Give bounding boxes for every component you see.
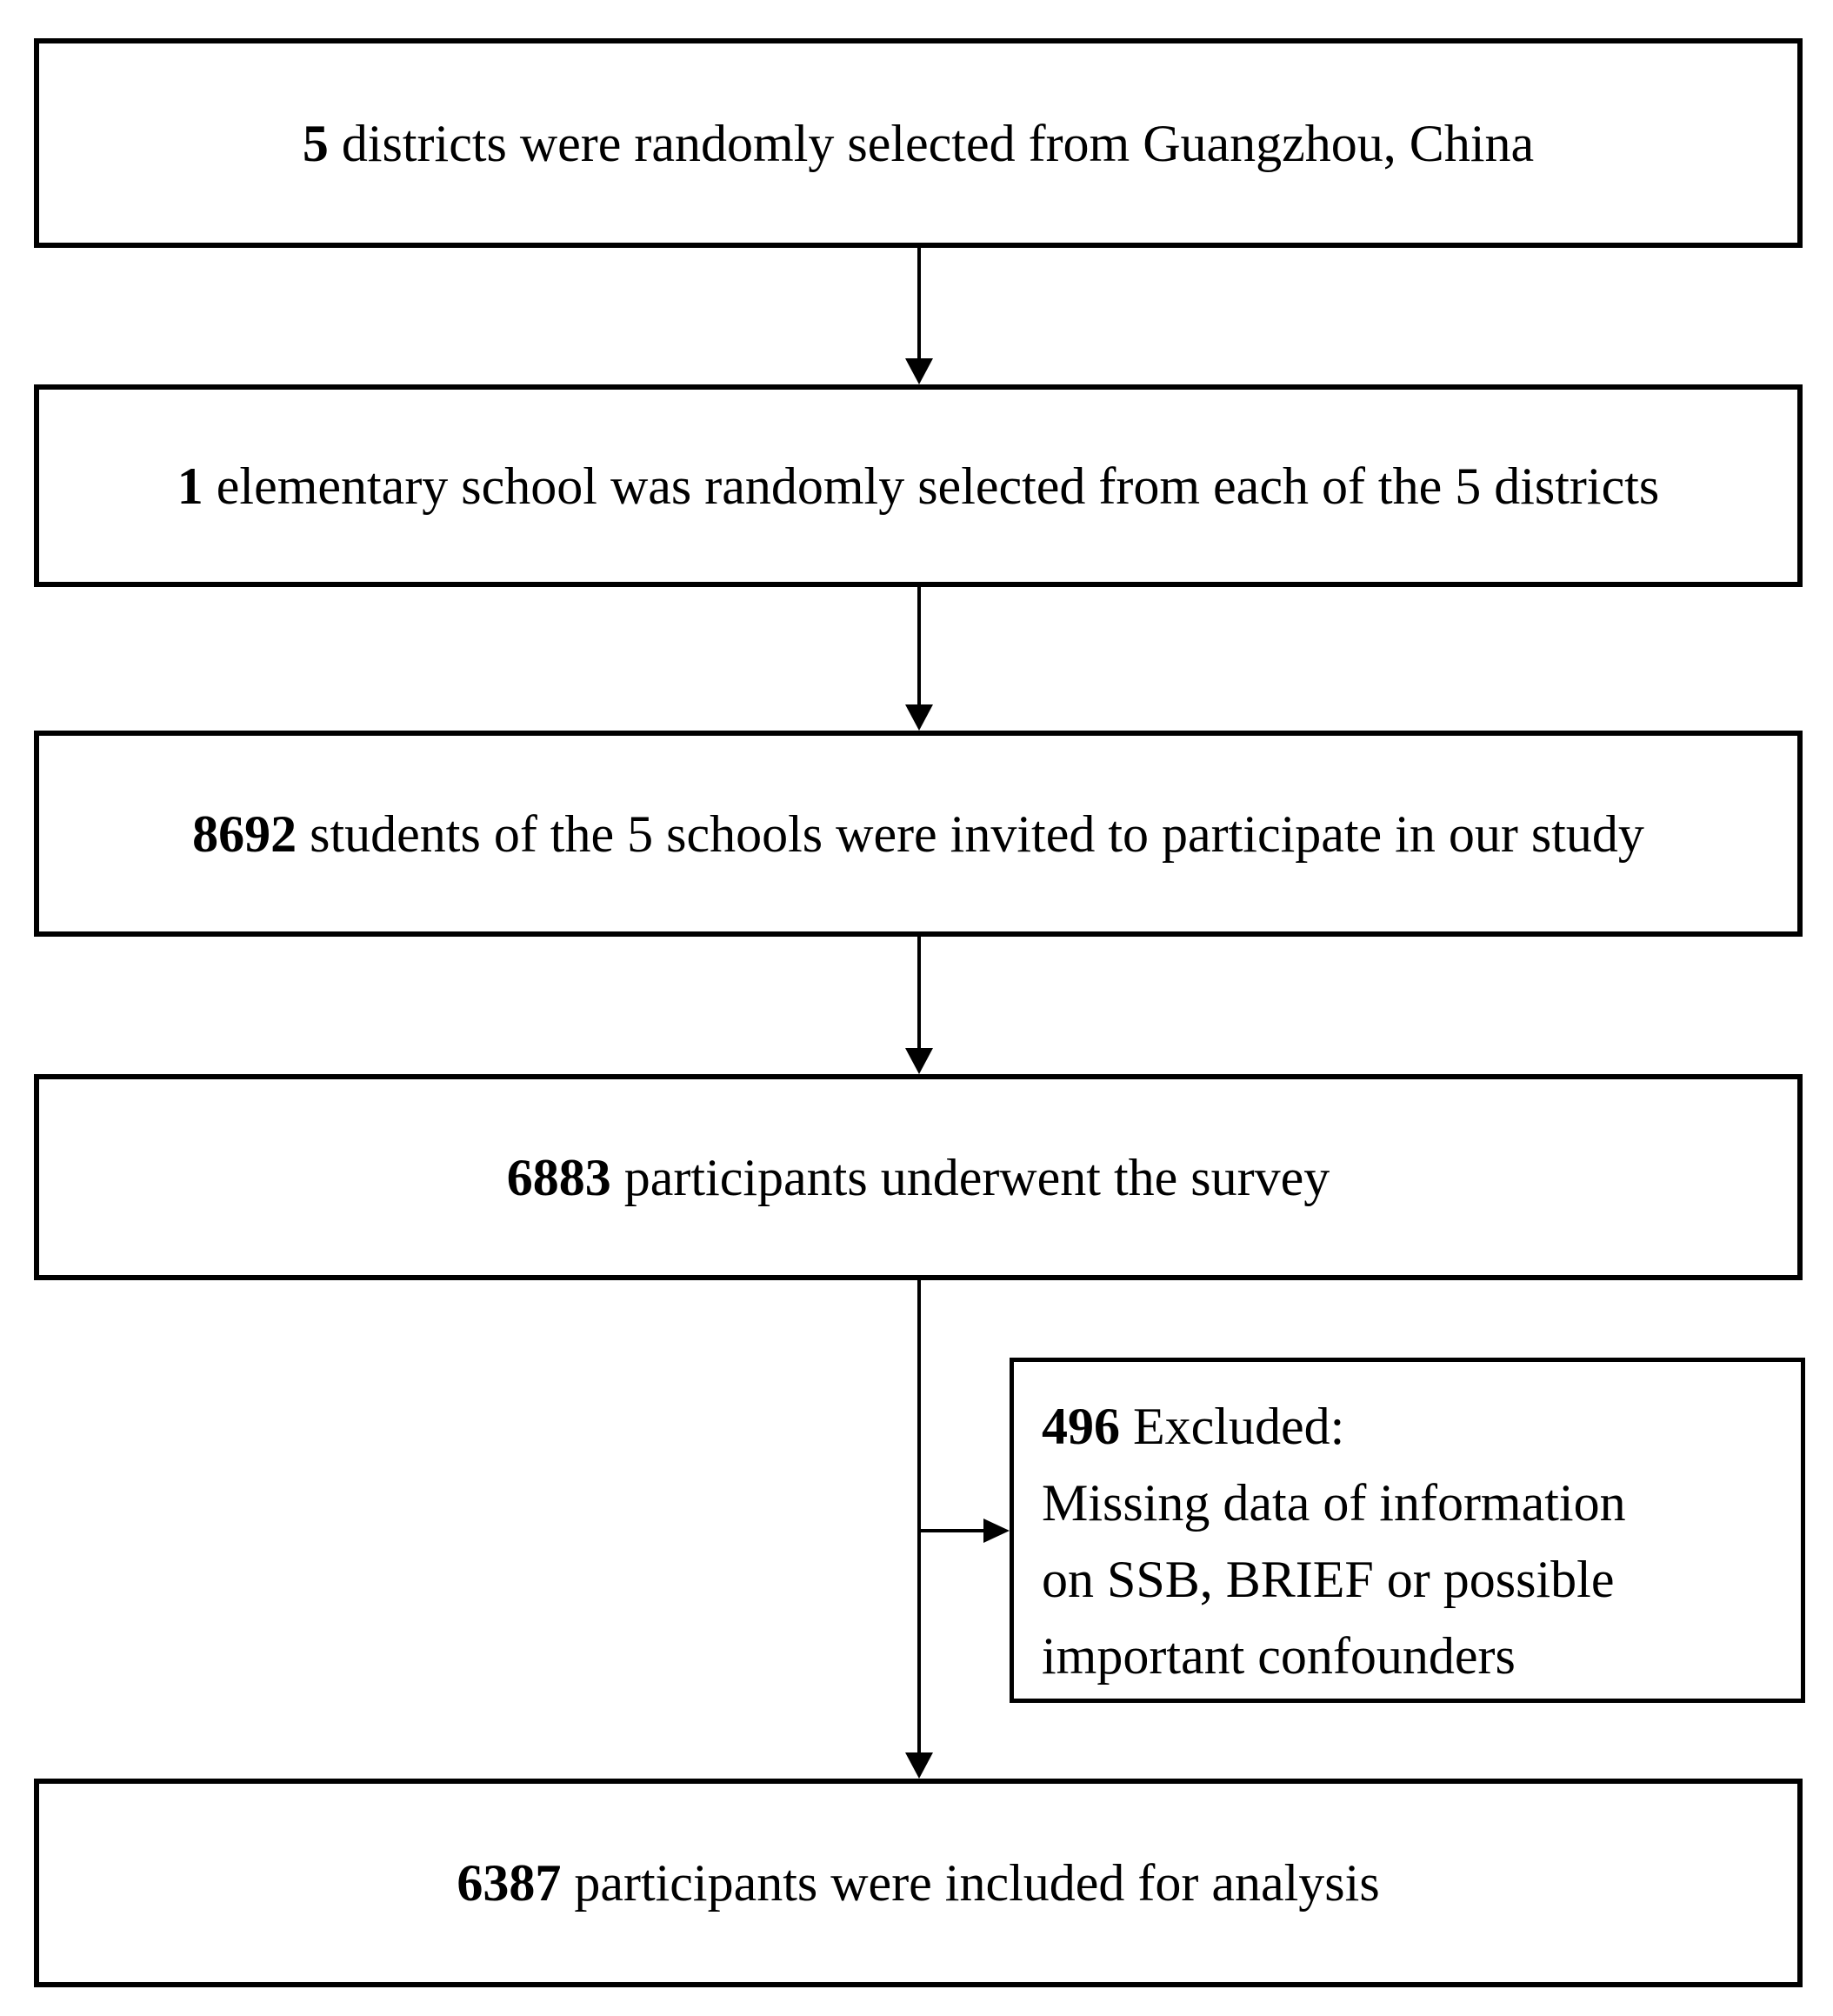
- flow-box-invited: 8692 students of the 5 schools were invi…: [34, 731, 1803, 937]
- analysis-label: participants were included for analysis: [561, 1854, 1380, 1912]
- flow-box-districts-text: 5 districts were randomly selected from …: [303, 112, 1534, 175]
- districts-label: districts were randomly selected from Gu…: [328, 114, 1535, 172]
- analysis-count: 6387: [457, 1854, 562, 1912]
- flow-box-schools: 1 elementary school was randomly selecte…: [34, 384, 1803, 587]
- invited-count: 8692: [192, 804, 297, 863]
- districts-count: 5: [302, 114, 329, 172]
- excluded-reason-line-1: Missing data of information: [1042, 1474, 1626, 1532]
- excluded-count: 496: [1042, 1398, 1120, 1455]
- branch-line: [919, 1529, 987, 1532]
- excluded-reason-line-2: on SSB, BRIEF or possible: [1042, 1551, 1615, 1608]
- survey-count: 6883: [506, 1148, 611, 1206]
- flow-box-survey-text: 6883 participants underwent the survey: [507, 1146, 1330, 1209]
- down-arrow-icon-1: [905, 358, 933, 384]
- flow-box-analysis-text: 6387 participants were included for anal…: [457, 1852, 1379, 1914]
- schools-count: 1: [177, 457, 203, 515]
- flow-box-schools-text: 1 elementary school was randomly selecte…: [177, 455, 1659, 517]
- right-arrow-icon: [983, 1519, 1010, 1543]
- down-arrow-icon-4: [905, 1752, 933, 1779]
- connector-line-2: [917, 585, 921, 709]
- flow-box-excluded: 496 Excluded: Missing data of informatio…: [1010, 1358, 1805, 1703]
- flow-box-survey: 6883 participants underwent the survey: [34, 1074, 1803, 1280]
- connector-line-4: [917, 1280, 921, 1757]
- connector-line-3: [917, 935, 921, 1052]
- schools-label: elementary school was randomly selected …: [203, 457, 1660, 515]
- excluded-title: Excluded:: [1120, 1398, 1345, 1455]
- flow-box-districts: 5 districts were randomly selected from …: [34, 38, 1803, 248]
- down-arrow-icon-2: [905, 704, 933, 731]
- excluded-title-line: 496 Excluded:: [1042, 1388, 1787, 1465]
- connector-line-1: [917, 248, 921, 363]
- excluded-reason-line-3: important confounders: [1042, 1627, 1516, 1685]
- invited-label: students of the 5 schools were invited t…: [297, 804, 1644, 863]
- survey-label: participants underwent the survey: [610, 1148, 1330, 1206]
- down-arrow-icon-3: [905, 1048, 933, 1074]
- flow-box-invited-text: 8692 students of the 5 schools were invi…: [192, 803, 1644, 865]
- flow-box-analysis: 6387 participants were included for anal…: [34, 1779, 1803, 1987]
